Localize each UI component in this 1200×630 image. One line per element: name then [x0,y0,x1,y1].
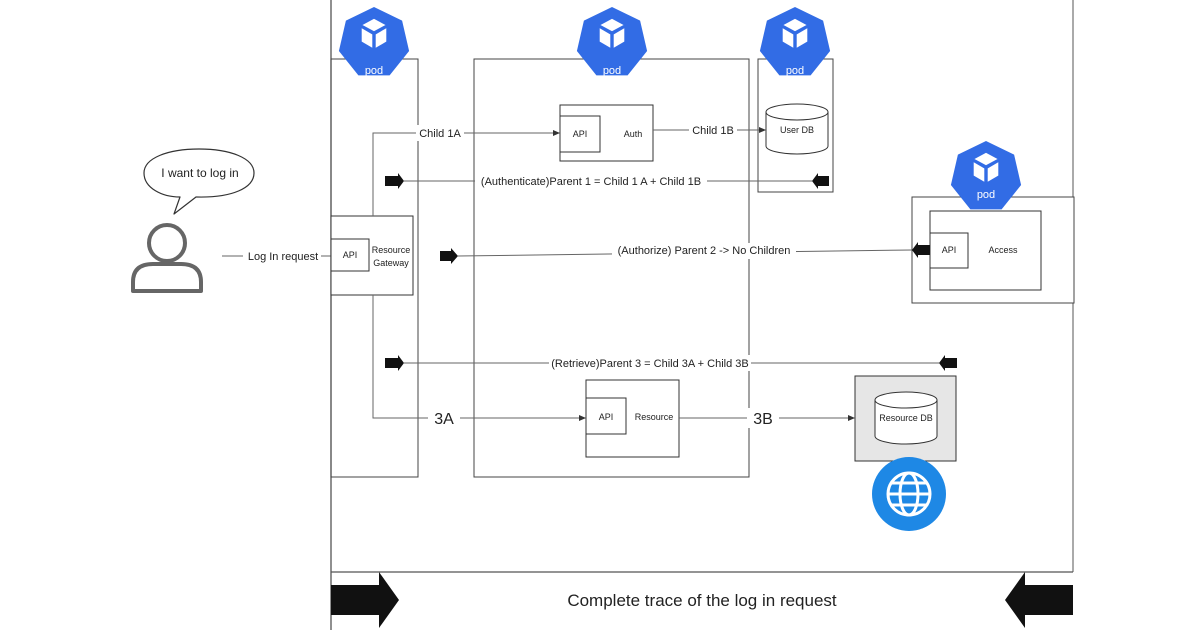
auth-component: API Auth [559,104,654,162]
child-3b-connector: 3B [679,408,855,428]
svg-text:pod: pod [977,189,995,201]
child-1b-label: Child 1B [692,125,734,137]
user-db-cylinder: User DB [765,103,829,155]
parent-3-label: (Retrieve)Parent 3 = Child 3A + Child 3B [551,358,749,370]
resource-api-label: API [599,412,614,422]
access-component: API Access [929,210,1042,291]
parent-3-arrow-left [385,355,404,371]
access-name: Access [988,245,1018,255]
resource-db-label: Resource DB [879,413,933,423]
pod-icon-gateway: pod [338,6,410,77]
gateway-api-label: API [343,250,358,260]
parent-1-line: (Authenticate)Parent 1 = Child 1 A + Chi… [385,173,829,189]
svg-text:pod: pod [365,65,383,77]
child-1b-connector: Child 1B [653,122,766,138]
pod-icon-userdb: pod [759,6,831,77]
child-1a-label: Child 1A [419,128,461,140]
parent-2-arrow-right [912,242,930,258]
child-3b-label: 3B [753,411,773,428]
pod-icon-access: pod [950,140,1022,211]
svg-text:pod: pod [786,65,804,77]
parent-1-arrow-right [812,173,829,189]
globe-icon [872,457,946,531]
speech-text: I want to log in [161,166,238,180]
trace-label: Complete trace of the log in request [567,591,837,610]
parent-3-arrow-right [939,355,957,371]
child-3a-connector: 3A [372,295,586,428]
auth-name: Auth [624,129,643,139]
login-request-label: Log In request [248,251,318,263]
trace-bar: Complete trace of the log in request [331,572,1073,628]
auth-api-label: API [573,129,588,139]
resource-gateway-component: API Resource Gateway [330,215,414,296]
parent-1-arrow-left [385,173,404,189]
resource-name: Resource [635,412,674,422]
user-db-label: User DB [780,125,814,135]
parent-3-line: (Retrieve)Parent 3 = Child 3A + Child 3B [385,355,957,371]
parent-1-label: (Authenticate)Parent 1 = Child 1 A + Chi… [481,176,701,188]
access-api-label: API [942,245,957,255]
trace-arrow-right [1005,572,1073,628]
parent-2-label: (Authorize) Parent 2 -> No Children [618,245,791,257]
parent-2-line: (Authorize) Parent 2 -> No Children [440,242,930,264]
user-icon [131,223,203,293]
gateway-name-line2: Gateway [373,258,409,268]
speech-bubble: I want to log in [143,148,255,215]
child-1a-connector: Child 1A [372,125,560,216]
resource-component: API Resource [585,379,680,458]
pod-icon-auth: pod [576,6,648,77]
child-3a-label: 3A [434,411,454,428]
resource-db-node: Resource DB [854,375,957,462]
parent-2-arrow-left [440,248,458,264]
gateway-name-line1: Resource [372,245,411,255]
trace-arrow-left [331,572,399,628]
svg-text:pod: pod [603,65,621,77]
